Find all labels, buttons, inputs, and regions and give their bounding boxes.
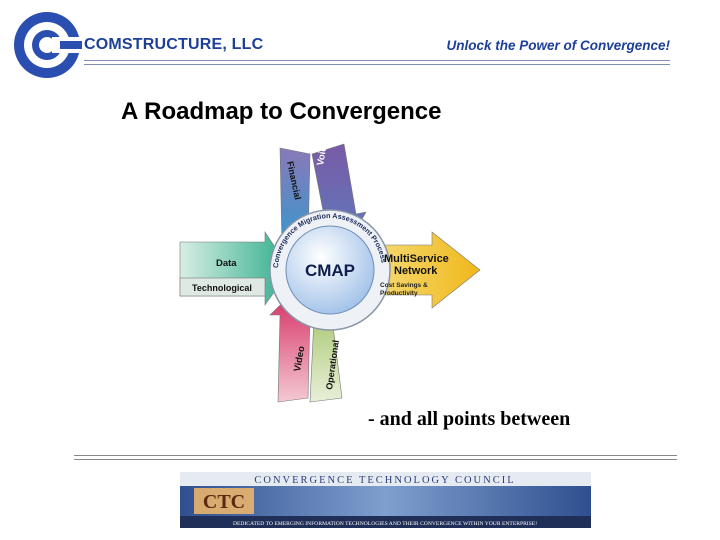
company-name: COMSTRUCTURE, LLC	[84, 36, 264, 53]
slide-caption: - and all points between	[368, 408, 571, 430]
footer-divider	[74, 455, 677, 460]
data-arrow	[179, 230, 291, 306]
cmap-label: CMAP	[305, 261, 355, 280]
slide-title: A Roadmap to Convergence	[121, 98, 442, 125]
header-divider	[84, 60, 670, 65]
company-logo-icon	[14, 12, 82, 78]
output-label-line2: Network	[394, 265, 438, 277]
technological-label: Technological	[192, 283, 252, 293]
data-label: Data	[216, 258, 237, 269]
banner-logo: CTC	[203, 491, 245, 513]
banner-title: CONVERGENCE TECHNOLOGY COUNCIL	[254, 475, 515, 486]
ctc-banner: CONVERGENCE TECHNOLOGY COUNCIL CTC DEDIC…	[180, 472, 591, 528]
banner-tagline: DEDICATED TO EMERGING INFORMATION TECHNO…	[233, 521, 537, 527]
output-label-line1: MultiService	[384, 253, 449, 265]
cmap-ring	[269, 209, 391, 331]
output-sublabel-line2: Productivity	[380, 290, 418, 297]
convergence-diagram: Convergence Migration Assessment Process…	[179, 140, 481, 403]
tagline: Unlock the Power of Convergence!	[446, 38, 670, 53]
voice-label: Voice	[315, 140, 330, 166]
video-label: Video	[292, 345, 307, 372]
output-sublabel-line1: Cost Savings &	[380, 282, 428, 289]
